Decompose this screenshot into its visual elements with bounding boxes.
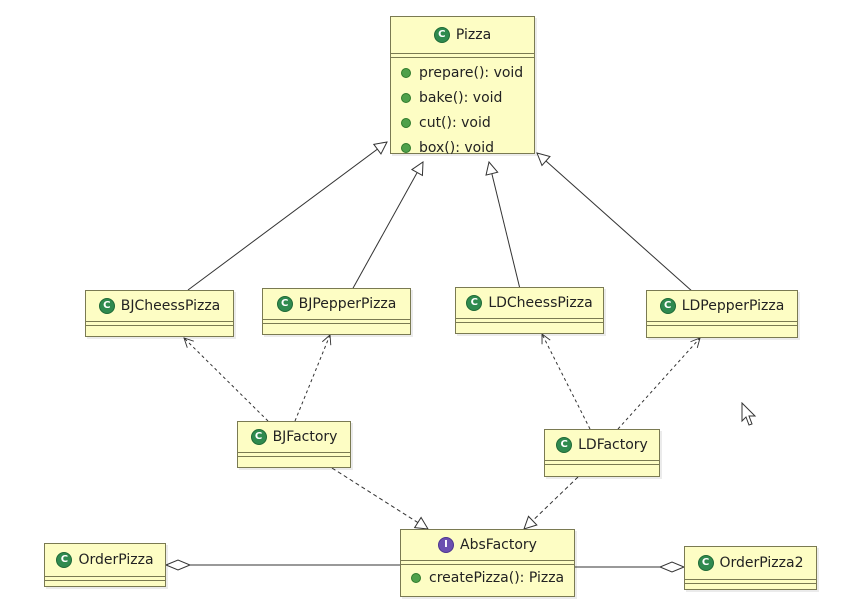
operation-separator <box>263 323 410 327</box>
class-badge-icon: C <box>250 429 267 445</box>
class-badge-icon: C <box>98 298 115 314</box>
attribute-separator <box>263 319 410 323</box>
public-method-icon <box>401 117 411 128</box>
attribute-separator <box>456 318 603 322</box>
class-pizza[interactable]: C Pizza prepare(): void bake(): void cut… <box>390 16 535 156</box>
class-ldfactory[interactable]: C LDFactory <box>544 429 660 477</box>
interface-absfactory-name: AbsFactory <box>460 537 537 553</box>
operation-separator <box>45 580 165 584</box>
inherit-bjpepper-pizza <box>351 162 423 291</box>
dep-bjfactory-bjpepper <box>294 335 330 422</box>
attribute-separator <box>45 576 165 580</box>
interface-absfactory-operations: createPizza(): Pizza <box>401 564 574 592</box>
attribute-separator <box>401 560 574 564</box>
attribute-separator <box>86 321 233 325</box>
class-badge-icon: C <box>659 298 676 314</box>
operation-separator <box>647 325 797 329</box>
class-orderpizza-header: C OrderPizza <box>45 544 165 576</box>
dep-ldfactory-ldpepper <box>617 338 700 430</box>
class-ldpepperpizza-name: LDPepperPizza <box>681 298 785 314</box>
operation-separator <box>86 325 233 329</box>
class-ldpepperpizza-header: C LDPepperPizza <box>647 291 797 321</box>
operation-createpizza[interactable]: createPizza(): Pizza <box>401 566 574 590</box>
operation-label: box(): void <box>419 139 495 156</box>
class-bjpepperpizza-header: C BJPepperPizza <box>263 289 410 319</box>
operation-separator <box>685 583 816 587</box>
class-ldcheesspizza-name: LDCheessPizza <box>488 295 593 311</box>
class-orderpizza2-name: OrderPizza2 <box>719 555 804 571</box>
class-badge-icon: C <box>697 555 714 571</box>
operation-box[interactable]: box(): void <box>391 135 534 160</box>
operation-label: prepare(): void <box>419 64 524 81</box>
operation-label: createPizza(): Pizza <box>429 570 565 586</box>
dep-bjfactory-bjcheese <box>184 338 269 422</box>
class-orderpizza[interactable]: C OrderPizza <box>44 543 166 587</box>
class-badge-icon: C <box>466 295 483 311</box>
class-ldfactory-name: LDFactory <box>578 437 648 453</box>
class-badge-icon: C <box>56 552 73 568</box>
public-method-icon <box>411 573 421 583</box>
operation-bake[interactable]: bake(): void <box>391 85 534 110</box>
realize-bjfactory-absfactory <box>331 467 428 529</box>
attribute-separator <box>545 460 659 464</box>
operation-separator <box>545 464 659 468</box>
operation-cut[interactable]: cut(): void <box>391 110 534 135</box>
attribute-separator <box>391 53 534 57</box>
class-bjfactory-name: BJFactory <box>272 429 338 445</box>
class-bjcheesspizza-header: C BJCheessPizza <box>86 291 233 321</box>
class-pizza-operations: prepare(): void bake(): void cut(): void… <box>391 57 534 163</box>
inherit-ldpepper-pizza <box>537 153 694 293</box>
class-bjpepperpizza-name: BJPepperPizza <box>298 296 397 312</box>
class-bjfactory-header: C BJFactory <box>238 422 350 452</box>
class-badge-icon: C <box>556 437 573 453</box>
operation-label: cut(): void <box>419 114 491 131</box>
class-ldpepperpizza[interactable]: C LDPepperPizza <box>646 290 798 338</box>
class-ldfactory-header: C LDFactory <box>545 430 659 460</box>
class-bjcheesspizza-name: BJCheessPizza <box>120 298 221 314</box>
class-pizza-name: Pizza <box>455 27 492 43</box>
operation-prepare[interactable]: prepare(): void <box>391 60 534 85</box>
public-method-icon <box>401 67 411 78</box>
operation-separator <box>456 322 603 326</box>
public-method-icon <box>401 142 411 153</box>
operation-separator <box>238 456 350 460</box>
inherit-bjcheese-pizza <box>187 142 387 291</box>
class-bjpepperpizza[interactable]: C BJPepperPizza <box>262 288 411 335</box>
inherit-ldcheese-pizza <box>489 162 521 290</box>
dep-ldfactory-ldcheese <box>542 334 591 430</box>
class-ldcheesspizza[interactable]: C LDCheessPizza <box>455 287 604 334</box>
class-ldcheesspizza-header: C LDCheessPizza <box>456 288 603 318</box>
interface-badge-icon: I <box>438 537 455 553</box>
class-orderpizza-name: OrderPizza <box>78 552 154 568</box>
class-bjcheesspizza[interactable]: C BJCheessPizza <box>85 290 234 337</box>
attribute-separator <box>685 579 816 583</box>
class-badge-icon: C <box>276 296 293 312</box>
class-bjfactory[interactable]: C BJFactory <box>237 421 351 468</box>
interface-absfactory-header: I AbsFactory <box>401 530 574 560</box>
operation-label: bake(): void <box>419 89 503 106</box>
attribute-separator <box>238 452 350 456</box>
public-method-icon <box>401 92 411 103</box>
class-orderpizza2[interactable]: C OrderPizza2 <box>684 546 817 590</box>
class-badge-icon: C <box>433 27 450 43</box>
attribute-separator <box>647 321 797 325</box>
class-pizza-header: C Pizza <box>391 17 534 53</box>
mouse-cursor-icon <box>741 402 757 426</box>
class-orderpizza2-header: C OrderPizza2 <box>685 547 816 579</box>
realize-ldfactory-absfactory <box>524 476 579 529</box>
interface-absfactory[interactable]: I AbsFactory createPizza(): Pizza <box>400 529 575 597</box>
